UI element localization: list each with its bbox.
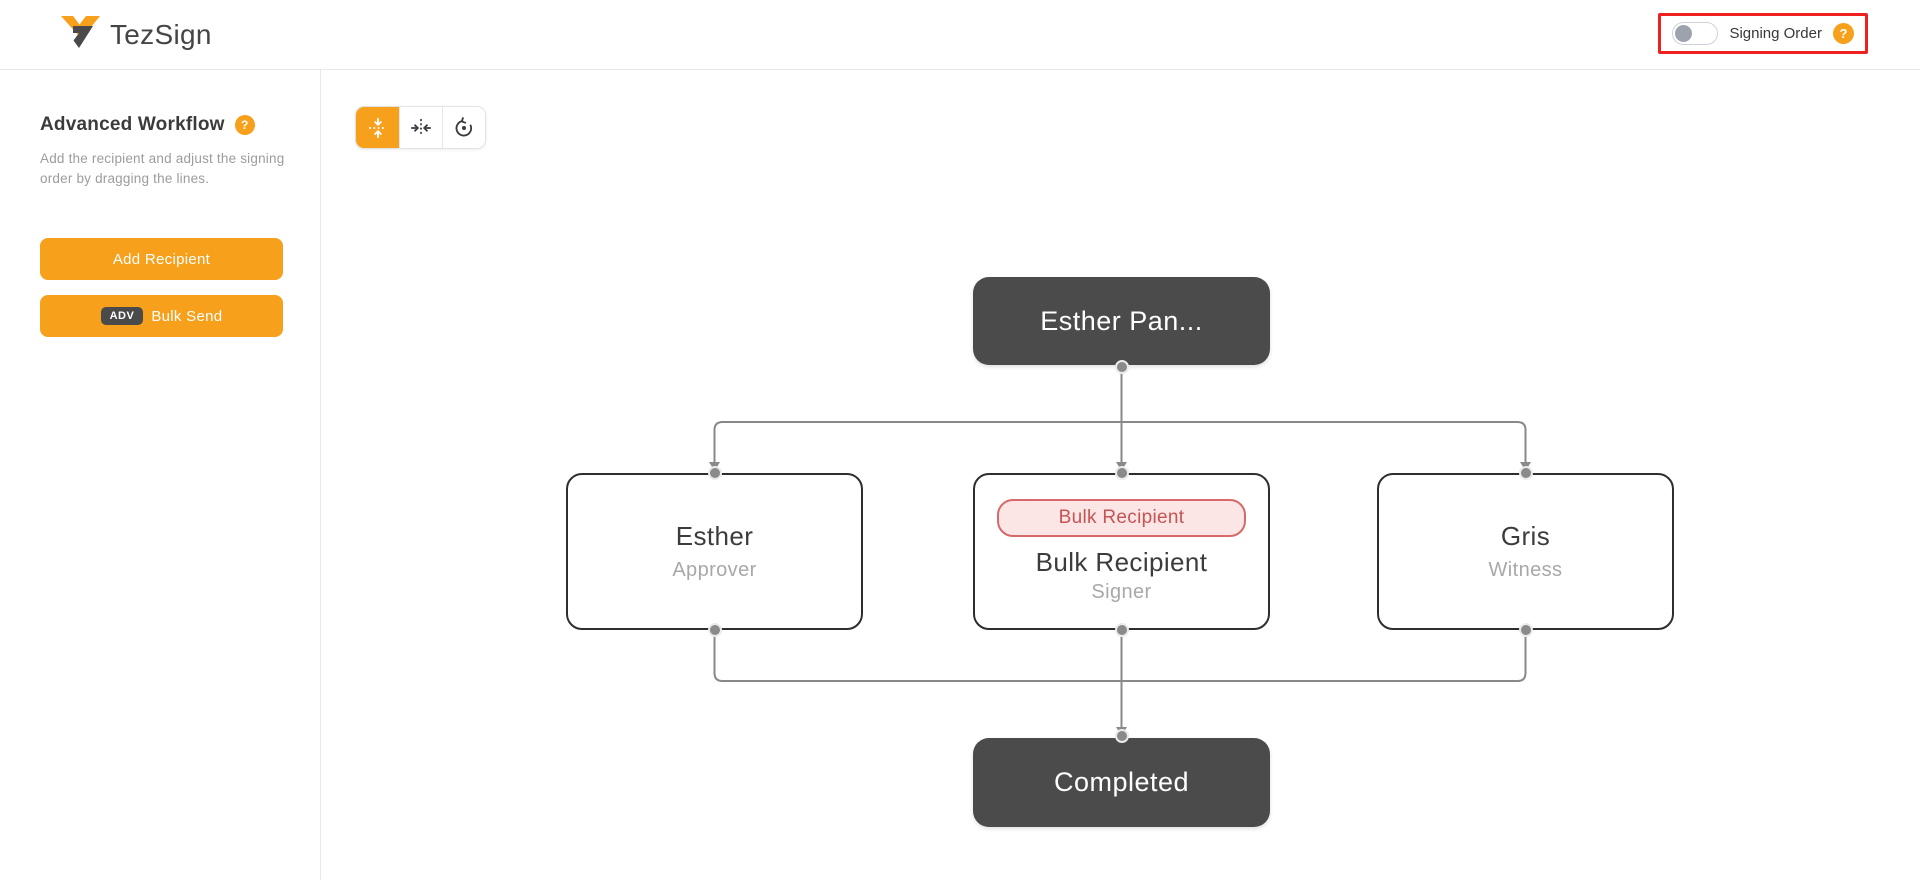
sidebar-title: Advanced Workflow — [40, 114, 225, 135]
bulk-send-label: Bulk Send — [151, 307, 223, 325]
collapse-horizontal-icon[interactable] — [399, 107, 442, 148]
connection-handle[interactable] — [1518, 466, 1533, 480]
edge-merge-branch[interactable] — [713, 630, 1527, 682]
end-node-label: Completed — [1053, 767, 1190, 797]
canvas-toolbar — [355, 106, 486, 149]
recipient-name: Bulk Recipient — [1035, 547, 1208, 577]
signing-order-help-icon[interactable]: ? — [1833, 23, 1854, 44]
connection-handle[interactable] — [1114, 729, 1129, 743]
recipient-role: Approver — [672, 559, 757, 581]
collapse-vertical-icon[interactable] — [356, 107, 399, 148]
recipient-role: Witness — [1488, 559, 1563, 581]
start-node-label: Esther Pan... — [1040, 305, 1203, 336]
connection-handle[interactable] — [1518, 623, 1533, 637]
toggle-knob — [1675, 24, 1693, 42]
workflow-help-icon[interactable]: ? — [234, 115, 255, 135]
connection-handle[interactable] — [1114, 360, 1129, 374]
signing-order-toggle[interactable] — [1672, 22, 1719, 45]
connection-handle[interactable] — [1114, 466, 1129, 480]
signing-order-highlight-box: Signing Order ? — [1658, 13, 1868, 54]
bulk-recipient-badge: Bulk Recipient — [997, 499, 1246, 537]
workflow-canvas[interactable]: Esther Pan... Esther Approver Bulk Recip… — [321, 70, 1920, 880]
adv-badge: ADV — [100, 307, 144, 326]
reset-view-icon[interactable] — [442, 107, 485, 148]
signing-order-label: Signing Order — [1729, 25, 1822, 42]
sidebar: Advanced Workflow ? Add the recipient an… — [0, 70, 321, 880]
recipient-name: Gris — [1500, 521, 1551, 551]
connection-handle[interactable] — [707, 623, 722, 637]
app-header: TezSign Signing Order ? — [0, 0, 1920, 70]
connection-handle[interactable] — [1114, 623, 1129, 637]
sidebar-description: Add the recipient and adjust the signing… — [40, 151, 285, 186]
brand[interactable]: TezSign — [58, 11, 212, 58]
tezsign-logo-icon — [58, 11, 102, 58]
recipient-node-witness[interactable]: Gris Witness — [1377, 466, 1674, 637]
recipient-name: Esther — [675, 521, 754, 551]
connection-handle[interactable] — [707, 466, 722, 480]
recipient-node-bulk-signer[interactable]: Bulk Recipient Bulk Recipient Signer — [973, 466, 1270, 637]
edge-split-branch[interactable] — [713, 421, 1527, 466]
end-node[interactable]: Completed — [973, 729, 1270, 827]
bulk-send-button[interactable]: ADV Bulk Send — [40, 295, 283, 338]
add-recipient-label: Add Recipient — [112, 250, 211, 268]
recipient-role: Signer — [1091, 581, 1152, 603]
add-recipient-button[interactable]: Add Recipient — [40, 238, 283, 281]
start-node[interactable]: Esther Pan... — [973, 277, 1270, 374]
recipient-node-approver[interactable]: Esther Approver — [566, 466, 863, 637]
brand-name: TezSign — [110, 18, 212, 50]
